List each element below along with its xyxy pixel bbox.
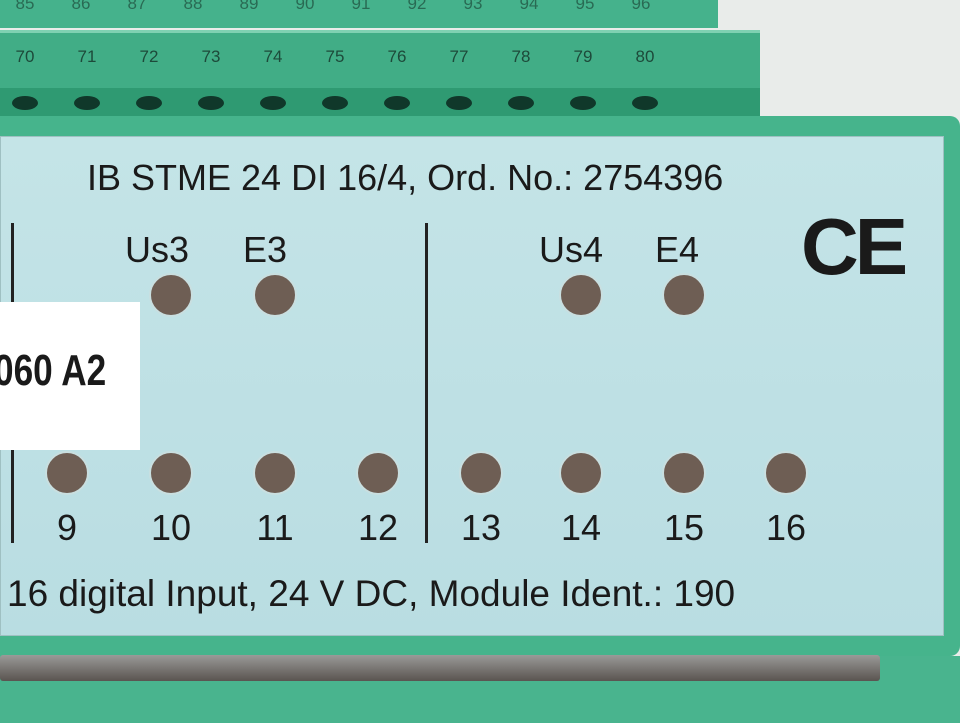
label-us4: Us4: [539, 229, 604, 270]
terminal-number: 93: [463, 0, 483, 13]
input-number: 15: [663, 507, 705, 548]
terminal-number: 74: [263, 47, 283, 66]
terminal-screw-hole: [570, 96, 596, 110]
divider: [11, 447, 14, 543]
terminal-number: 76: [387, 47, 407, 66]
terminal-strip-upper: 85 86 87 88 89 90 91 92 93 94 95 96: [0, 0, 718, 28]
terminal-number: 77: [449, 47, 469, 66]
terminal-number: 72: [139, 47, 159, 66]
module-front-panel: IB STME 24 DI 16/4, Ord. No.: 2754396 CE…: [0, 136, 944, 636]
terminal-screw-hole: [446, 96, 472, 110]
terminal-screw-hole: [136, 96, 162, 110]
terminal-screw-hole: [260, 96, 286, 110]
terminal-number: 90: [295, 0, 315, 13]
terminal-number: 75: [325, 47, 345, 66]
terminal-screw-hole: [508, 96, 534, 110]
divider: [11, 223, 14, 343]
ce-mark: CE: [801, 202, 908, 291]
label-us3: Us3: [125, 229, 190, 270]
led-us4: [559, 273, 603, 317]
terminal-screw-hole: [198, 96, 224, 110]
terminal-number: 95: [575, 0, 595, 13]
led-us3: [149, 273, 193, 317]
input-number: 16: [765, 507, 807, 548]
terminal-number: 91: [351, 0, 371, 13]
terminal-strip-numbers: 70 71 72 73 74 75 76 77 78 79 80: [0, 30, 760, 91]
led-input-9: [45, 451, 89, 495]
led-input-14: [559, 451, 603, 495]
terminal-number: 78: [511, 47, 531, 66]
terminal-number: 86: [71, 0, 91, 13]
din-rail: [0, 655, 880, 681]
led-input-15: [662, 451, 706, 495]
terminal-number: 92: [407, 0, 427, 13]
input-number: 11: [256, 507, 294, 548]
terminal-number: 94: [519, 0, 539, 13]
led-e3: [253, 273, 297, 317]
led-input-11: [253, 451, 297, 495]
input-number: 14: [560, 507, 602, 548]
led-input-16: [764, 451, 808, 495]
sticker-text: 060 A2: [0, 346, 107, 395]
input-number: 9: [56, 507, 78, 548]
input-number: 12: [357, 507, 399, 548]
terminal-number: 88: [183, 0, 203, 13]
input-number: 10: [150, 507, 192, 548]
terminal-number: 79: [573, 47, 593, 66]
sticker-label: 060 A2: [0, 302, 140, 450]
label-e4: E4: [655, 229, 700, 270]
divider: [425, 223, 428, 543]
terminal-number: 85: [15, 0, 35, 13]
terminal-number: 70: [15, 47, 35, 66]
led-input-10: [149, 451, 193, 495]
terminal-screw-row: [0, 88, 760, 116]
led-input-13: [459, 451, 503, 495]
terminal-number: 87: [127, 0, 147, 13]
terminal-number: 80: [635, 47, 655, 66]
terminal-screw-hole: [12, 96, 38, 110]
led-input-12: [356, 451, 400, 495]
terminal-number: 71: [77, 47, 97, 66]
terminal-screw-hole: [322, 96, 348, 110]
terminal-screw-hole: [74, 96, 100, 110]
led-e4: [662, 273, 706, 317]
module-description: 16 digital Input, 24 V DC, Module Ident.…: [7, 573, 736, 614]
terminal-screw-hole: [384, 96, 410, 110]
module-title: IB STME 24 DI 16/4, Ord. No.: 2754396: [87, 157, 724, 198]
label-e3: E3: [243, 229, 288, 270]
input-number: 13: [460, 507, 502, 548]
terminal-screw-hole: [632, 96, 658, 110]
terminal-number: 89: [239, 0, 259, 13]
terminal-number: 73: [201, 47, 221, 66]
terminal-number: 96: [631, 0, 651, 13]
